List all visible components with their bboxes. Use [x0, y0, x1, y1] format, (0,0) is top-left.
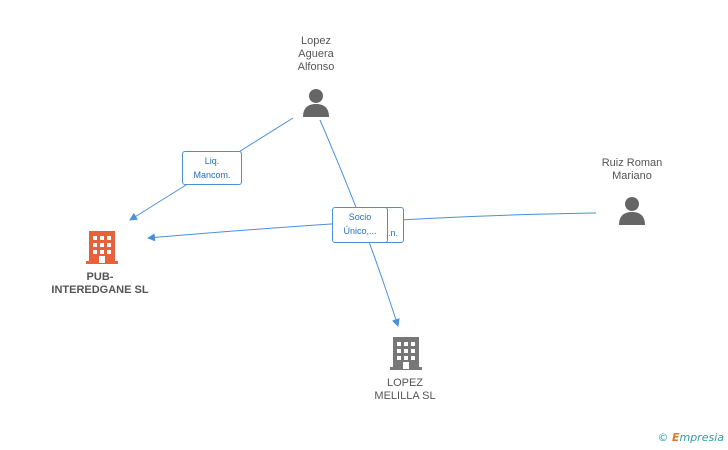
edge-label-line: Liq.: [204, 156, 220, 166]
copyright-icon: ©: [657, 431, 669, 444]
node-label-line: Mariano: [612, 170, 652, 182]
edge-label-line: Único,...: [343, 226, 377, 236]
person-icon-ruiz-roman[interactable]: [619, 197, 645, 225]
edge-label-liq-mancom[interactable]: Liq. Mancom.: [182, 151, 242, 185]
brand-name: mpresia: [679, 431, 724, 444]
edge-label-line: ...n.: [382, 228, 398, 238]
node-label-lopez-aguera[interactable]: Lopez Aguera Alfonso: [276, 35, 356, 74]
empresia-watermark: © Empresia: [657, 431, 724, 444]
building-icon-lopez-melilla[interactable]: [390, 337, 422, 370]
node-label-lopez-melilla[interactable]: LOPEZ MELILLA SL: [360, 377, 450, 403]
node-label-line: Aguera: [298, 48, 334, 60]
person-icon-lopez-aguera[interactable]: [303, 89, 329, 117]
node-label-line: PUB-: [86, 271, 114, 283]
edge-label-line: Mancom.: [193, 170, 231, 180]
edge-label-socio-unico[interactable]: Socio Único,...: [332, 207, 388, 243]
node-label-line: Lopez: [301, 35, 331, 47]
node-label-line: Alfonso: [297, 61, 335, 73]
node-label-ruiz-roman[interactable]: Ruiz Roman Mariano: [584, 157, 680, 183]
node-label-pub-interedgane[interactable]: PUB- INTEREDGANE SL: [40, 271, 160, 297]
node-label-line: LOPEZ: [386, 377, 424, 389]
node-label-line: Ruiz Roman: [601, 157, 663, 169]
node-label-line: INTEREDGANE SL: [51, 284, 149, 296]
edge-label-line: Socio: [348, 212, 372, 222]
brand-initial: E: [671, 431, 680, 444]
node-label-line: MELILLA SL: [374, 390, 436, 402]
building-icon-pub-interedgane[interactable]: [86, 231, 118, 264]
